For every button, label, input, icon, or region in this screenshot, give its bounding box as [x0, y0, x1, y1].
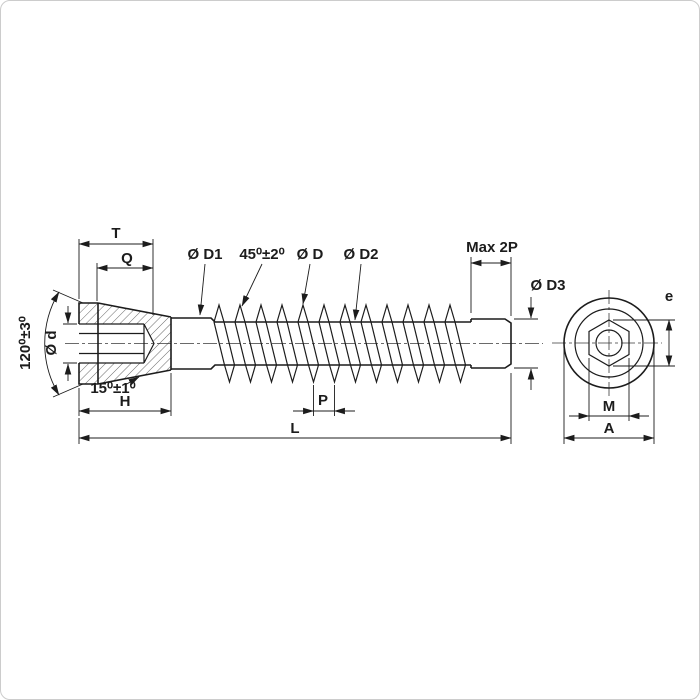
thread-profile	[213, 302, 467, 385]
dim-m: M	[569, 358, 649, 421]
dim-t: T	[78, 225, 154, 315]
label-d3: Ø D3	[530, 277, 565, 294]
label-d1: Ø D1	[187, 246, 222, 263]
label-taper-angle: 15⁰±1⁰	[90, 380, 135, 397]
end-view: e M A	[552, 288, 675, 444]
dim-p: P	[293, 385, 355, 416]
dim-e: e	[613, 288, 675, 367]
countersink-circle	[574, 308, 644, 378]
label-m: M	[603, 398, 616, 415]
hex-socket-outline	[79, 323, 155, 364]
head-hatch-fill	[79, 303, 171, 384]
outer-diameter-circle	[563, 297, 655, 389]
hex-socket-polygon	[588, 319, 630, 367]
end-view-centerlines	[552, 290, 662, 398]
dim-h: H	[78, 373, 172, 416]
label-d-major: Ø D	[297, 246, 324, 263]
dim-l: L	[78, 373, 512, 444]
dim-a: A	[563, 347, 655, 444]
label-a: A	[604, 420, 615, 437]
label-l: L	[290, 420, 299, 437]
dim-head-angle: 120⁰±3⁰	[17, 289, 84, 398]
side-view: T Q Ø D1 45⁰±2⁰ Ø D Ø D2	[17, 225, 566, 444]
leader-taper-angle: 15⁰±1⁰	[90, 376, 140, 397]
label-e: e	[665, 288, 673, 305]
thread-teeth-path	[213, 302, 467, 385]
leader-chamfer-angle: 45⁰±2⁰	[239, 246, 285, 307]
label-d-small: Ø d	[43, 331, 60, 356]
label-p: P	[318, 392, 328, 409]
label-head-angle: 120⁰±3⁰	[17, 316, 34, 370]
bore-circle	[595, 329, 623, 357]
label-d2: Ø D2	[343, 246, 378, 263]
dim-max-2p: Max 2P	[466, 239, 518, 316]
label-t: T	[111, 225, 120, 242]
dim-d-small: Ø d	[43, 306, 77, 381]
label-q: Q	[121, 250, 133, 267]
shank-and-root-outline	[171, 317, 512, 370]
label-chamfer-angle: 45⁰±2⁰	[239, 246, 284, 263]
leader-d1: Ø D1	[187, 246, 223, 316]
screw-body	[171, 302, 512, 385]
label-h: H	[120, 393, 131, 410]
label-max-2p: Max 2P	[466, 239, 518, 256]
leader-d2: Ø D2	[343, 246, 379, 321]
leader-d-major: Ø D	[297, 246, 324, 305]
dim-d3: Ø D3	[514, 277, 566, 390]
dim-q: Q	[96, 250, 154, 301]
